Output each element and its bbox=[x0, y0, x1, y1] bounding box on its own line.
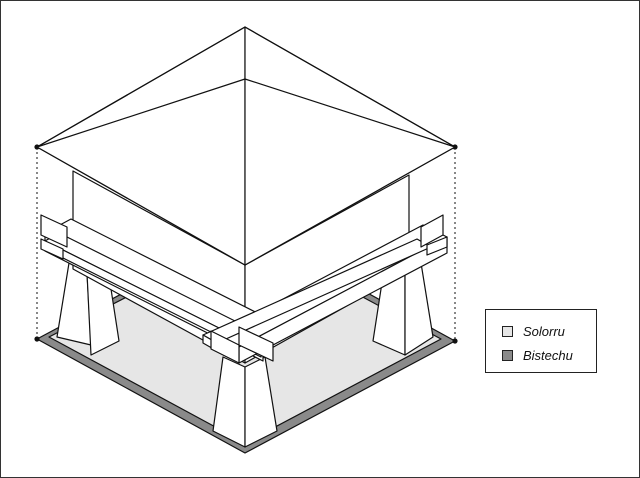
legend-box: Solorru Bistechu bbox=[485, 309, 597, 373]
pillar-front bbox=[212, 342, 278, 448]
beam-end-left bbox=[40, 214, 68, 260]
legend-item-bistechu: Bistechu bbox=[502, 347, 573, 363]
guide-point bbox=[452, 338, 458, 344]
guide-point bbox=[34, 336, 40, 342]
legend-item-solorru: Solorru bbox=[502, 323, 565, 339]
beam-end-right bbox=[420, 214, 448, 256]
legend-label: Bistechu bbox=[523, 347, 573, 363]
legend-swatch bbox=[502, 349, 513, 361]
beam-end-front bbox=[210, 326, 274, 364]
roof-hip-left bbox=[36, 26, 246, 148]
roof-front-right bbox=[244, 78, 456, 266]
roof-hip-right bbox=[244, 26, 456, 148]
legend-swatch bbox=[502, 325, 513, 337]
legend-label: Solorru bbox=[523, 323, 565, 339]
